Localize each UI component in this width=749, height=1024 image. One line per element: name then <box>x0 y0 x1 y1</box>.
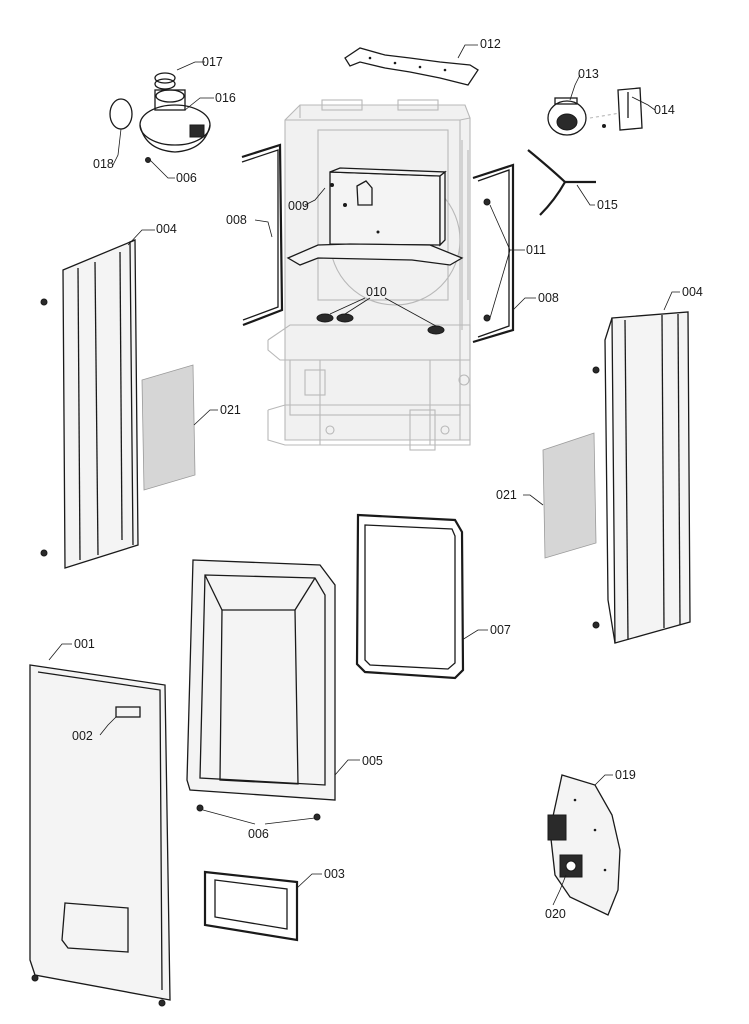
part-013-pressure-switch <box>547 97 621 136</box>
label-001: 001 <box>74 637 95 651</box>
label-017: 017 <box>202 55 223 69</box>
label-005: 005 <box>362 754 383 768</box>
label-010: 010 <box>366 285 387 299</box>
part-010-sensors <box>316 297 445 335</box>
label-003: 003 <box>324 867 345 881</box>
part-019-control-panel <box>547 774 621 916</box>
part-009-chamber-cover <box>286 167 464 266</box>
part-004-right-side-panel <box>592 311 691 644</box>
part-018-gasket <box>109 98 133 130</box>
label-008-left: 008 <box>226 213 247 227</box>
label-013: 013 <box>578 67 599 81</box>
part-labels: 012 017 013 016 014 018 006 009 015 008 … <box>72 37 703 921</box>
part-011-electrodes <box>483 198 491 322</box>
label-021-right: 021 <box>496 488 517 502</box>
part-003-display-window <box>203 870 299 942</box>
label-016: 016 <box>215 91 236 105</box>
label-004-right: 004 <box>682 285 703 299</box>
label-020: 020 <box>545 907 566 921</box>
part-020-connector <box>559 854 583 878</box>
part-004-left-side-panel <box>40 239 139 569</box>
leader-lines <box>48 44 680 906</box>
label-018: 018 <box>93 157 114 171</box>
part-008-left-bracket <box>241 143 284 327</box>
part-007-gasket-frame <box>355 513 465 680</box>
part-015-tube <box>527 149 596 216</box>
part-001-front-cover <box>29 664 171 1007</box>
label-008-right: 008 <box>538 291 559 305</box>
label-019: 019 <box>615 768 636 782</box>
label-021-left: 021 <box>220 403 241 417</box>
part-021-right-insulation <box>542 432 597 559</box>
label-009: 009 <box>288 199 309 213</box>
part-006-fan-screw <box>145 157 151 163</box>
label-012: 012 <box>480 37 501 51</box>
label-004-left: 004 <box>156 222 177 236</box>
label-002: 002 <box>72 729 93 743</box>
label-007: 007 <box>490 623 511 637</box>
label-006-frame: 006 <box>248 827 269 841</box>
label-015: 015 <box>597 198 618 212</box>
part-014-mounting-bracket <box>602 87 643 131</box>
part-008-right-bracket <box>472 163 515 344</box>
label-006-fan: 006 <box>176 171 197 185</box>
part-005-inner-frame <box>186 559 336 801</box>
part-016-fan <box>139 89 211 153</box>
part-006-frame-screws <box>196 804 321 825</box>
label-014: 014 <box>654 103 675 117</box>
part-017-flange <box>154 72 176 90</box>
boiler-chassis <box>267 99 471 451</box>
part-021-left-insulation <box>141 364 196 491</box>
label-011: 011 <box>526 243 546 257</box>
part-012-top-bracket <box>344 47 479 86</box>
part-002-badge <box>115 706 141 718</box>
